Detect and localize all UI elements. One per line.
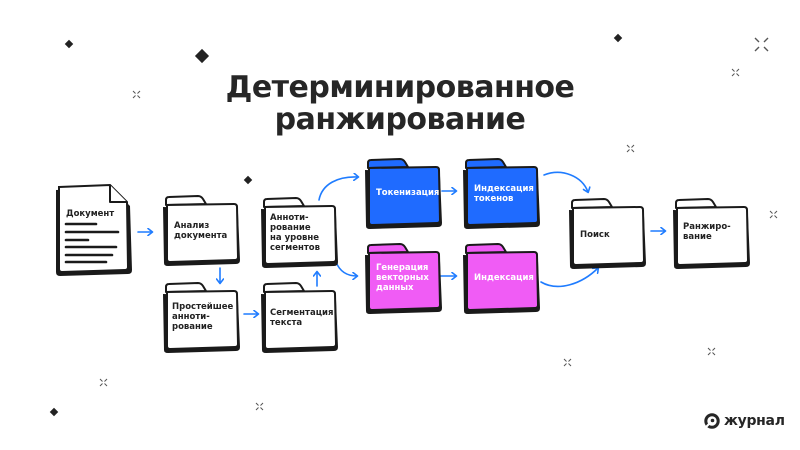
node-label: Индексация токенов xyxy=(474,184,534,204)
folder-icon xyxy=(365,243,442,314)
node-ranking: Ранжиро- вание xyxy=(670,198,752,270)
document-icon xyxy=(56,183,132,276)
node-document: Документ xyxy=(50,183,135,279)
folder-icon xyxy=(163,195,240,266)
node-label: Токенизация xyxy=(376,188,440,198)
node-analysis: Анализ документа xyxy=(160,195,242,267)
node-label: Документ xyxy=(66,209,115,219)
node-label: Анализ документа xyxy=(174,221,228,241)
node-tokenization: Токенизация xyxy=(362,158,444,230)
journal-logo: журнал xyxy=(704,413,785,429)
title-line-1: Детерминированное xyxy=(225,70,575,105)
folder-icon xyxy=(163,282,240,353)
diagram-title: Детерминированное ранжирование xyxy=(0,72,800,136)
node-label: Анноти- рование на уровне сегментов xyxy=(270,213,320,253)
node-token-indexing: Индексация токенов xyxy=(460,158,542,230)
node-label: Генерация векторных данных xyxy=(376,263,429,293)
folder-icon xyxy=(261,282,338,353)
node-label: Сегментация текста xyxy=(270,308,334,328)
node-label: Ранжиро- вание xyxy=(683,222,731,242)
journal-logo-icon xyxy=(704,413,720,429)
node-simple-annotation: Простейшее анноти- рование xyxy=(160,282,242,354)
folder-icon xyxy=(673,198,750,269)
folder-icon xyxy=(365,158,442,229)
node-label: Простейшее анноти- рование xyxy=(172,302,234,332)
folder-icon xyxy=(463,158,540,229)
node-indexing: Индексация xyxy=(460,243,542,315)
node-segment-annotation: Анноти- рование на уровне сегментов xyxy=(258,197,340,269)
logo-text: журнал xyxy=(724,413,785,429)
folder-icon xyxy=(261,197,338,268)
node-vector-generation: Генерация векторных данных xyxy=(362,243,444,315)
title-line-2: ранжирование xyxy=(274,102,526,137)
node-label: Индексация xyxy=(474,273,534,283)
folder-icon xyxy=(463,243,540,314)
node-segmentation: Сегментация текста xyxy=(258,282,340,354)
folder-icon xyxy=(569,198,646,269)
node-label: Поиск xyxy=(580,230,610,240)
node-search: Поиск xyxy=(566,198,648,270)
